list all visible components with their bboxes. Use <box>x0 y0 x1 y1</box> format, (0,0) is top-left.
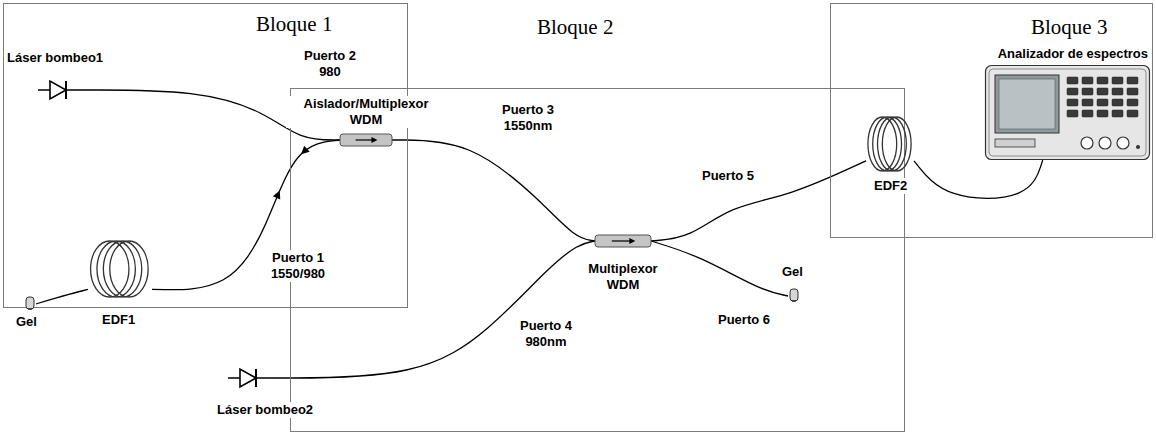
port-label: Puerto 6 <box>716 312 772 328</box>
block-outline: Bloque 3 Analizador de espectros <box>830 3 1153 238</box>
index-gel-end: Gel <box>788 288 800 304</box>
optical-fiber <box>392 140 595 241</box>
component-label: Analizador de espectros <box>996 46 1150 62</box>
component-label: Láser bombeo2 <box>215 402 315 418</box>
gel-symbol <box>788 288 800 304</box>
coil-symbol <box>88 240 152 298</box>
component-label: EDF1 <box>100 312 137 328</box>
block-heading: Bloque 1 <box>256 12 332 36</box>
component-label: Gel <box>780 264 805 280</box>
port-label: Puerto 4 980nm <box>512 318 580 350</box>
gel-symbol <box>24 296 36 312</box>
optical-fiber <box>651 161 866 241</box>
wdm-symbol <box>595 235 651 247</box>
optical-fiber <box>914 160 1043 198</box>
component-label: Láser bombeo1 <box>5 50 105 66</box>
port-label: Puerto 1 1550/980 <box>262 250 334 282</box>
component-label: Aislador/Multiplexor WDM <box>286 96 446 128</box>
pump-laser: Láser bombeo1 <box>38 78 78 102</box>
component-label: Gel <box>14 314 39 330</box>
component-label: Multiplexor WDM <box>573 261 673 293</box>
component-label: EDF2 <box>872 178 909 194</box>
block-heading: Bloque 2 <box>537 15 613 39</box>
erbium-fiber-coil: EDF1 <box>88 240 152 298</box>
optical-fiber <box>152 140 340 290</box>
isolator-wdm: Aislador/Multiplexor WDM <box>340 134 392 146</box>
coil-symbol <box>866 116 914 172</box>
diode-symbol <box>228 366 268 390</box>
pump-laser: Láser bombeo2 <box>228 366 268 390</box>
arrow-head <box>298 146 309 157</box>
block-heading: Bloque 3 <box>1031 15 1107 39</box>
index-gel-end: Gel <box>24 296 36 312</box>
port-label: Puerto 3 1550nm <box>494 102 562 134</box>
wdm-multiplexer: Multiplexor WDM <box>595 235 651 247</box>
analyzer-symbol <box>985 65 1150 160</box>
optical-fiber <box>36 289 88 304</box>
erbium-fiber-coil: EDF2 <box>866 116 914 172</box>
arrow-head <box>273 189 284 200</box>
port-label: Puerto 5 <box>700 168 756 184</box>
spectrum-analyzer: Analizador de espectros <box>985 65 1150 160</box>
port-label: Puerto 2 980 <box>296 48 364 80</box>
diode-symbol <box>38 78 78 102</box>
wdm-symbol <box>340 134 392 146</box>
